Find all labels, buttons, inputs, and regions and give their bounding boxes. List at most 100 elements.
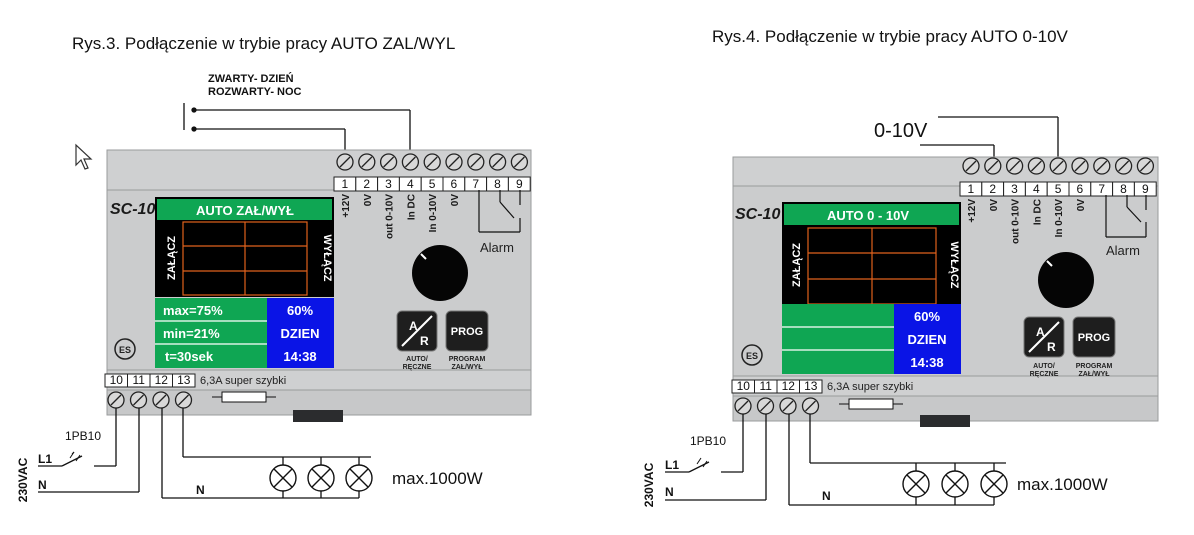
left-lamp-1 [269,464,297,492]
left-terminal-label: 0V [450,194,461,207]
right-top-terminal-number: 2 [989,182,996,196]
left-btn-r: R [420,334,429,348]
right-lamp-3 [980,470,1008,498]
right-title: Rys.4. Podłączenie w trybie pracy AUTO 0… [712,27,1068,46]
right-auto-button[interactable]: A R [1023,316,1065,358]
left-n2-label: N [196,483,205,497]
right-btn-a: A [1036,325,1045,339]
left-time: t=30sek [165,349,214,364]
right-knob[interactable] [1038,252,1094,308]
left-top-terminal-number: 3 [385,177,392,191]
right-percent: 60% [914,309,940,324]
left-bottom-terminal-number: 11 [133,373,146,387]
left-terminal-label: In DC [406,194,417,220]
left-es-text: ES [119,345,131,355]
left-l1-label: L1 [38,452,52,466]
right-cap-auto2: RĘCZNE [1030,371,1059,378]
left-alarm-label: Alarm [480,240,514,255]
left-es-logo: ES [114,338,136,360]
left-title: Rys.3. Podłączenie w trybie pracy AUTO Z… [72,34,456,53]
left-zalacz-label: ZAŁĄCZ [166,236,178,280]
left-prog-button[interactable]: PROG [445,310,489,352]
right-terminal-label: 0V [1076,199,1087,212]
right-terminal-label: out 0-10V [1011,199,1022,244]
left-terminal-label: +12V [341,194,352,218]
right-alarm-label: Alarm [1106,243,1140,258]
right-zalacz-label: ZAŁĄCZ [791,243,803,287]
right-bottom-terminal-number: 13 [804,379,818,393]
left-top-terminal-number: 6 [451,177,458,191]
right-breaker-icon [696,457,708,468]
left-n-label: N [38,478,47,492]
right-lamp-1 [902,470,930,498]
left-top-terminal-number: 4 [407,177,414,191]
right-top-terminal-number: 6 [1077,182,1084,196]
right-alarm-relay [1105,195,1147,238]
left-voltage-label: 230VAC [16,457,30,502]
left-breaker-label: 1PB10 [65,429,101,443]
left-screen: AUTO ZAŁ/WYŁ ZAŁĄCZ WYŁĄCZ [155,197,334,297]
right-es-logo: ES [741,344,763,366]
right-prog-button[interactable]: PROG [1072,316,1116,358]
left-cap-auto1: AUTO/ [406,356,428,363]
left-switch-wires [183,103,411,150]
right-screen-header: AUTO 0 - 10V [827,208,909,223]
right-bottom-terminal-number: 10 [737,379,751,393]
left-bottom-terminal-number: 13 [177,373,191,387]
right-top-terminal-number: 7 [1098,182,1105,196]
left-cap-prog2: ZAŁ/WYŁ [451,364,483,371]
left-clock: 14:38 [283,349,316,364]
right-load-label: max.1000W [1017,475,1108,494]
left-auto-button[interactable]: A R [396,310,438,352]
right-top-terminal-number: 5 [1055,182,1062,196]
right-lamp-2 [941,470,969,498]
left-load-label: max.1000W [392,469,483,488]
left-model: SC-10 [110,201,155,218]
left-wylacz-label: WYŁĄCZ [321,234,333,281]
right-signal-wires [920,116,1059,157]
left-top-screws [336,153,529,171]
left-min: min=21% [163,326,220,341]
left-knob[interactable] [412,245,468,301]
left-note-line1: ZWARTY- DZIEŃ [208,73,294,85]
right-voltage-label: 230VAC [642,462,656,507]
left-top-terminal-number: 5 [429,177,436,191]
right-mode: DZIEN [908,332,947,347]
left-note-line2: ROZWARTY- NOC [208,86,302,98]
left-fuse-label: 6,3A super szybki [200,375,286,387]
right-breaker-label: 1PB10 [690,434,726,448]
right-es-text: ES [746,351,758,361]
right-clock: 14:38 [910,355,943,370]
right-n2-label: N [822,489,831,503]
right-btn-r: R [1047,340,1056,354]
left-top-terminal-number: 2 [363,177,370,191]
right-bottom-terminal-number: 12 [782,379,796,393]
left-cap-prog1: PROGRAM [449,356,486,363]
right-top-terminal-number: 3 [1011,182,1018,196]
left-btn-a: A [409,319,418,333]
right-terminal-label: In 0-10V [1054,199,1065,238]
right-wylacz-label: WYŁĄCZ [948,241,960,288]
left-lamp-3 [345,464,373,492]
right-top-terminal-number: 1 [968,182,975,196]
right-status-panel: 60% DZIEN 14:38 [782,304,961,374]
left-fuse-symbol [212,391,276,403]
right-terminal-label: 0V [989,199,1000,212]
right-n-label: N [665,485,674,499]
left-max: max=75% [163,303,223,318]
left-status-panel: max=75% min=21% t=30sek 60% DZIEN 14:38 [155,298,334,368]
left-top-terminal-number: 9 [516,177,523,191]
left-terminal-label: out 0-10V [385,194,396,239]
right-l1-label: L1 [665,458,679,472]
right-cap-prog2: ZAŁ/WYŁ [1078,371,1110,378]
left-bottom-screws [107,391,193,409]
left-breaker-icon [69,451,81,462]
left-cap-auto2: RĘCZNE [403,364,432,371]
right-top-terminal-number: 9 [1142,182,1149,196]
left-top-terminal-number: 1 [342,177,349,191]
